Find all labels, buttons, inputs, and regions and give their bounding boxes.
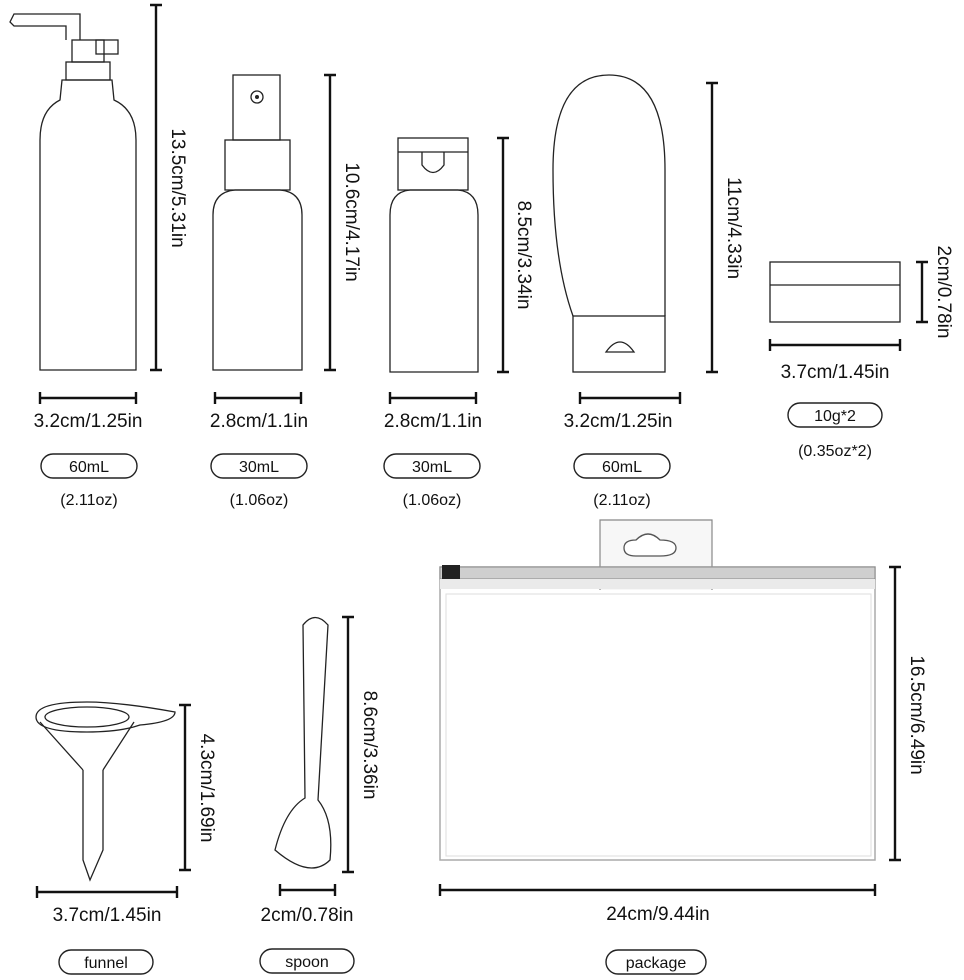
tube-height-label: 11cm/4.33in: [723, 177, 744, 279]
jar-width-label: 3.7cm/1.45in: [781, 362, 890, 383]
jar-volume: 10g*2: [814, 408, 856, 425]
spray-volume-oz: (1.06oz): [230, 492, 289, 509]
spoon: [274, 616, 332, 869]
pump-volume-pill: [40, 453, 138, 479]
jar-width-dimension-line: [768, 339, 902, 351]
spray-width-label: 2.8cm/1.1in: [210, 411, 308, 432]
package-pill: [605, 949, 707, 975]
tube-volume-oz: (2.11oz): [593, 492, 651, 509]
flip-width-label: 2.8cm/1.1in: [384, 411, 482, 432]
tube-width-label: 3.2cm/1.25in: [564, 411, 673, 432]
jar-height-dimension-line: [916, 260, 928, 324]
tube-volume: 60mL: [602, 459, 642, 476]
tube-width-dimension-line: [578, 392, 682, 404]
package-height-dimension-line: [889, 565, 901, 862]
funnel-label: funnel: [84, 955, 128, 972]
tube-volume-pill: [573, 453, 671, 479]
spray-height-label: 10.6cm/4.17in: [341, 162, 362, 281]
funnel: [35, 701, 176, 882]
pump-height-label: 13.5cm/5.31in: [167, 128, 188, 247]
spray-height-dimension-line: [324, 73, 336, 372]
package-width-dimension-line: [438, 884, 877, 896]
funnel-height-label: 4.3cm/1.69in: [196, 734, 217, 843]
spoon-height-dimension-line: [342, 615, 354, 874]
flip-height-label: 8.5cm/3.34in: [513, 201, 534, 310]
pump-width-dimension-line: [38, 392, 138, 404]
squeeze-tube: [552, 74, 666, 373]
pump-width-label: 3.2cm/1.25in: [34, 411, 143, 432]
package-height-label: 16.5cm/6.49in: [906, 655, 927, 774]
funnel-pill: [58, 949, 154, 975]
spoon-pill: [259, 948, 355, 974]
spoon-width-dimension-line: [278, 884, 337, 896]
pump-volume-oz: (2.11oz): [60, 492, 118, 509]
spoon-width-label: 2cm/0.78in: [261, 905, 354, 926]
funnel-height-dimension-line: [179, 703, 191, 872]
spray-width-dimension-line: [213, 392, 303, 404]
zip-package: [439, 519, 876, 861]
pump-height-dimension-line: [150, 3, 162, 372]
funnel-width-dimension-line: [35, 886, 179, 898]
flip-height-dimension-line: [497, 136, 509, 374]
cream-jar: [769, 261, 901, 323]
jar-volume-pill: [787, 402, 883, 428]
jar-volume-oz: (0.35oz*2): [798, 443, 872, 460]
spray-bottle: [212, 74, 303, 371]
package-label: package: [626, 955, 687, 972]
pump-bottle: [9, 13, 137, 371]
package-width-label: 24cm/9.44in: [606, 904, 710, 925]
funnel-width-label: 3.7cm/1.45in: [53, 905, 162, 926]
spray-volume-pill: [210, 453, 308, 479]
pump-volume: 60mL: [69, 459, 109, 476]
flip-volume: 30mL: [412, 459, 452, 476]
jar-height-label: 2cm/0.78in: [933, 246, 954, 339]
flip-volume-oz: (1.06oz): [403, 492, 462, 509]
flip-volume-pill: [383, 453, 481, 479]
spray-volume: 30mL: [239, 459, 279, 476]
tube-height-dimension-line: [706, 81, 718, 374]
spoon-height-label: 8.6cm/3.36in: [359, 691, 380, 800]
spoon-label: spoon: [285, 954, 329, 971]
flip-cap-bottle: [389, 137, 479, 373]
flip-width-dimension-line: [388, 392, 478, 404]
